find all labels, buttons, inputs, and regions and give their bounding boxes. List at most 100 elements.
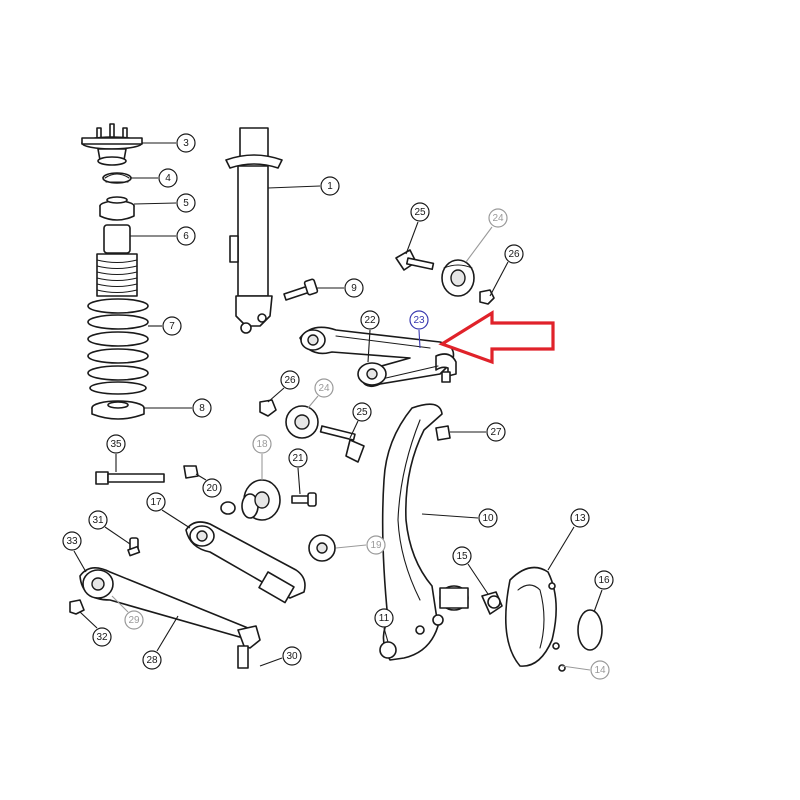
callout-number: 31: [92, 515, 104, 526]
callout-circle: [162, 316, 182, 336]
bushing-18: [241, 479, 281, 521]
steering-knuckle: [379, 403, 469, 661]
callout-circle: [146, 492, 166, 512]
highlight-arrow: [438, 310, 555, 365]
leader-line-20: [195, 473, 207, 481]
bump-stop-bearing: [102, 172, 132, 184]
callout-number: 32: [96, 632, 108, 643]
callout-number: 11: [379, 613, 390, 624]
nut-26-mid: [259, 399, 277, 417]
bolt-25-upper: [395, 249, 435, 271]
callout-circle: [360, 310, 380, 330]
lower-control-arm-28: [79, 567, 261, 669]
shock-absorber: [225, 127, 283, 334]
callout-16: 16: [594, 570, 614, 590]
callout-31: 31: [88, 510, 108, 530]
bushing-24-mid: [285, 405, 319, 439]
spring-seat-upper: [99, 196, 135, 221]
callout-18: 18: [252, 434, 272, 454]
callout-number: 16: [598, 575, 610, 586]
spring-seat-lower: [91, 400, 145, 420]
hub-nut-15: [481, 591, 503, 615]
bolt-35: [95, 471, 165, 485]
leader-line-1: [267, 185, 321, 189]
bolt-31: [127, 537, 141, 557]
callout-26: 26: [280, 370, 300, 390]
callout-number: 8: [199, 403, 205, 414]
callout-number: 10: [482, 513, 494, 524]
leader-line-22: [367, 329, 371, 363]
callout-22: 22: [360, 310, 380, 330]
callout-number: 15: [456, 551, 468, 562]
leader-line-5: [133, 202, 177, 205]
callout-number: 29: [128, 615, 140, 626]
leader-line-13: [547, 526, 575, 571]
callout-circle: [88, 510, 108, 530]
callout-number: 13: [574, 513, 586, 524]
callout-number: 23: [413, 315, 425, 326]
bushing-19: [308, 534, 336, 562]
leader-line-29: [111, 595, 129, 613]
callout-19: 19: [366, 535, 386, 555]
leader-line-25: [349, 420, 359, 439]
callout-5: 5: [176, 193, 196, 213]
callout-circle: [124, 610, 144, 630]
callout-circle: [374, 608, 394, 628]
callout-circle: [314, 378, 334, 398]
callout-32: 32: [92, 627, 112, 647]
callout-number: 19: [370, 540, 382, 551]
bolt-9: [283, 278, 319, 301]
callout-9: 9: [344, 278, 364, 298]
callout-circle: [488, 208, 508, 228]
callout-number: 33: [66, 536, 78, 547]
nut-20: [183, 465, 236, 515]
bolt-21: [291, 492, 317, 507]
callout-circle: [282, 646, 302, 666]
callout-21: 21: [288, 448, 308, 468]
callout-15: 15: [452, 546, 472, 566]
callout-circle: [478, 508, 498, 528]
callout-circle: [352, 402, 372, 422]
callout-circle: [344, 278, 364, 298]
dust-boot: [96, 224, 138, 297]
leader-line-32: [79, 611, 98, 629]
callout-circle: [320, 176, 340, 196]
callout-number: 21: [292, 453, 304, 464]
callout-number: 17: [150, 497, 162, 508]
callout-number: 4: [165, 173, 171, 184]
callout-25: 25: [352, 402, 372, 422]
callout-number: 25: [414, 207, 426, 218]
callout-circle: [590, 660, 610, 680]
callout-33: 33: [62, 531, 82, 551]
callout-11: 11: [374, 608, 394, 628]
callout-number: 26: [508, 249, 520, 260]
callout-number: 25: [356, 407, 368, 418]
callout-circle: [106, 434, 126, 454]
callout-circle: [486, 422, 506, 442]
callout-circle: [192, 398, 212, 418]
callout-circle: [409, 310, 429, 330]
coil-spring: [87, 298, 149, 395]
callout-24: 24: [488, 208, 508, 228]
leader-line-24: [465, 226, 493, 263]
callout-7: 7: [162, 316, 182, 336]
callout-25: 25: [410, 202, 430, 222]
callout-circle: [288, 448, 308, 468]
callout-number: 27: [490, 427, 502, 438]
cap-16: [577, 609, 603, 651]
callout-circle: [504, 244, 524, 264]
callout-number: 7: [169, 321, 175, 332]
leader-line-14: [561, 665, 591, 671]
callout-29: 29: [124, 610, 144, 630]
callout-30: 30: [282, 646, 302, 666]
callout-13: 13: [570, 508, 590, 528]
callout-10: 10: [478, 508, 498, 528]
callout-circle: [252, 434, 272, 454]
leader-line-23: [418, 329, 421, 349]
leader-line-31: [104, 526, 131, 545]
bushing-24-upper: [441, 259, 475, 297]
callout-circle: [452, 546, 472, 566]
callout-number: 28: [146, 655, 158, 666]
callout-23: 23: [409, 310, 429, 330]
